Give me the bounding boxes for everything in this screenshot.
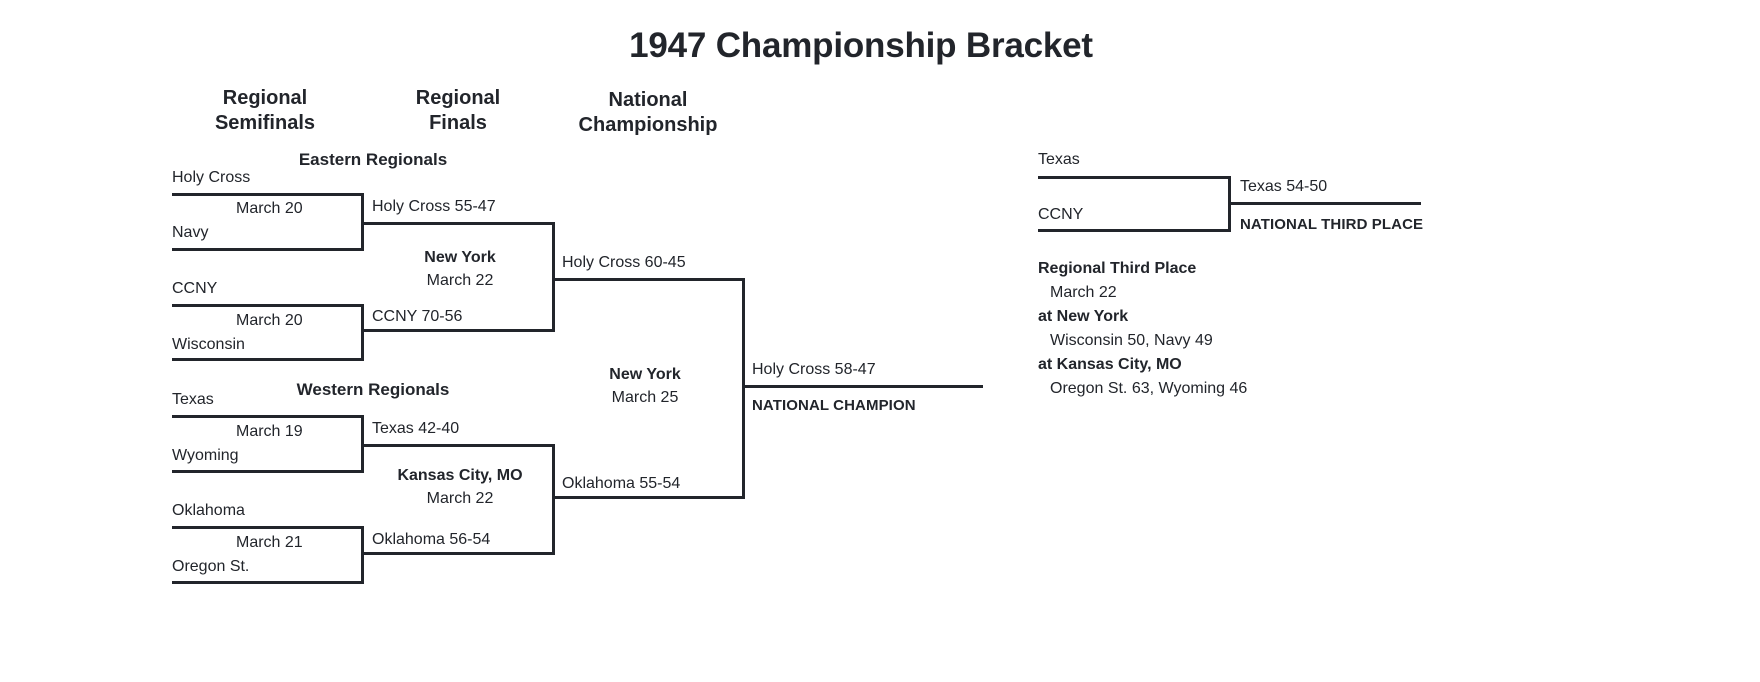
- regional-final-west-top-line: [364, 444, 555, 447]
- region-label-western: Western Regionals: [296, 380, 450, 399]
- national-semifinal-bracket-connector: [742, 278, 745, 499]
- region-label-eastern: Eastern Regionals: [298, 150, 448, 169]
- third-place-bracket-connector: [1228, 176, 1231, 232]
- third-place-tag: NATIONAL THIRD PLACE: [1240, 216, 1424, 233]
- regional-third-place-site-1: at New York: [1038, 308, 1129, 325]
- national-champion-line: [745, 385, 983, 388]
- semifinal-4-top-line: [172, 526, 364, 529]
- semifinal-3-top-line: [172, 415, 364, 418]
- semifinal-1-team-bottom: Navy: [172, 224, 209, 241]
- semifinal-4-bottom-line: [172, 581, 364, 584]
- regional-final-west-bottom-line: [364, 552, 555, 555]
- column-header-regional-finals: Regional Finals: [368, 86, 548, 136]
- national-semifinal-result-bottom: Oklahoma 55-54: [562, 475, 681, 492]
- regional-final-west-site: Kansas City, MO: [397, 467, 523, 484]
- third-place-bottom-line: [1038, 229, 1231, 232]
- regional-final-east-result-bottom: CCNY 70-56: [372, 308, 463, 325]
- regional-final-west-result-bottom: Oklahoma 56-54: [372, 531, 491, 548]
- regional-final-east-date: March 22: [426, 272, 494, 289]
- third-place-team-bottom: CCNY: [1038, 206, 1084, 223]
- semifinal-4-team-bottom: Oregon St.: [172, 558, 250, 575]
- semifinal-4-date: March 21: [236, 534, 303, 551]
- column-header-line1: Regional: [415, 87, 501, 109]
- semifinal-2-bracket-connector: [361, 304, 364, 361]
- third-place-result: Texas 54-50: [1240, 178, 1328, 195]
- regional-final-west-date: March 22: [426, 490, 494, 507]
- column-header-line2: Semifinals: [214, 112, 316, 134]
- regional-third-place-score-1: Wisconsin 50, Navy 49: [1050, 332, 1213, 349]
- regional-third-place-score-2: Oregon St. 63, Wyoming 46: [1050, 380, 1248, 397]
- semifinal-3-date: March 19: [236, 423, 303, 440]
- regional-final-west-bracket-connector: [552, 444, 555, 555]
- semifinal-2-date: March 20: [236, 312, 303, 329]
- regional-final-east-bracket-connector: [552, 222, 555, 332]
- semifinal-3-team-top: Texas: [172, 391, 214, 408]
- column-header-line1: Regional: [222, 87, 308, 109]
- national-champion-tag: NATIONAL CHAMPION: [752, 397, 916, 414]
- column-header-line2: Finals: [429, 112, 487, 134]
- regional-final-east-top-line: [364, 222, 555, 225]
- semifinal-2-top-line: [172, 304, 364, 307]
- column-header-regional-semifinals: Regional Semifinals: [175, 86, 355, 136]
- column-header-line1: National: [608, 89, 688, 111]
- national-champion-result: Holy Cross 58-47: [752, 361, 876, 378]
- national-semifinal-bottom-line: [555, 496, 745, 499]
- semifinal-3-team-bottom: Wyoming: [172, 447, 239, 464]
- semifinal-1-team-top: Holy Cross: [172, 169, 251, 186]
- column-header-national-championship: National Championship: [558, 88, 738, 138]
- semifinal-2-bottom-line: [172, 358, 364, 361]
- semifinal-1-date: March 20: [236, 200, 303, 217]
- regional-third-place-date: March 22: [1050, 284, 1117, 301]
- regional-third-place-site-2: at Kansas City, MO: [1038, 356, 1182, 373]
- regional-third-place-heading: Regional Third Place: [1038, 260, 1197, 277]
- third-place-team-top: Texas: [1038, 151, 1080, 168]
- third-place-top-line: [1038, 176, 1231, 179]
- semifinal-2-team-top: CCNY: [172, 280, 218, 297]
- semifinal-3-bottom-line: [172, 470, 364, 473]
- column-header-line2: Championship: [578, 114, 718, 136]
- semifinal-2-team-bottom: Wisconsin: [172, 336, 245, 353]
- regional-final-west-result-top: Texas 42-40: [372, 420, 460, 437]
- regional-final-east-site: New York: [424, 249, 496, 266]
- regional-final-east-bottom-line: [364, 329, 555, 332]
- third-place-result-line: [1231, 202, 1421, 205]
- page-title: 1947 Championship Bracket: [629, 26, 1093, 65]
- semifinal-4-bracket-connector: [361, 526, 364, 584]
- national-final-date: March 25: [611, 389, 679, 406]
- semifinal-3-bracket-connector: [361, 415, 364, 473]
- semifinal-1-bottom-line: [172, 248, 364, 251]
- semifinal-1-bracket-connector: [361, 193, 364, 251]
- semifinal-1-top-line: [172, 193, 364, 196]
- national-final-site: New York: [609, 366, 681, 383]
- national-semifinal-result-top: Holy Cross 60-45: [562, 254, 686, 271]
- regional-final-east-result-top: Holy Cross 55-47: [372, 198, 496, 215]
- semifinal-4-team-top: Oklahoma: [172, 502, 245, 519]
- national-semifinal-top-line: [555, 278, 745, 281]
